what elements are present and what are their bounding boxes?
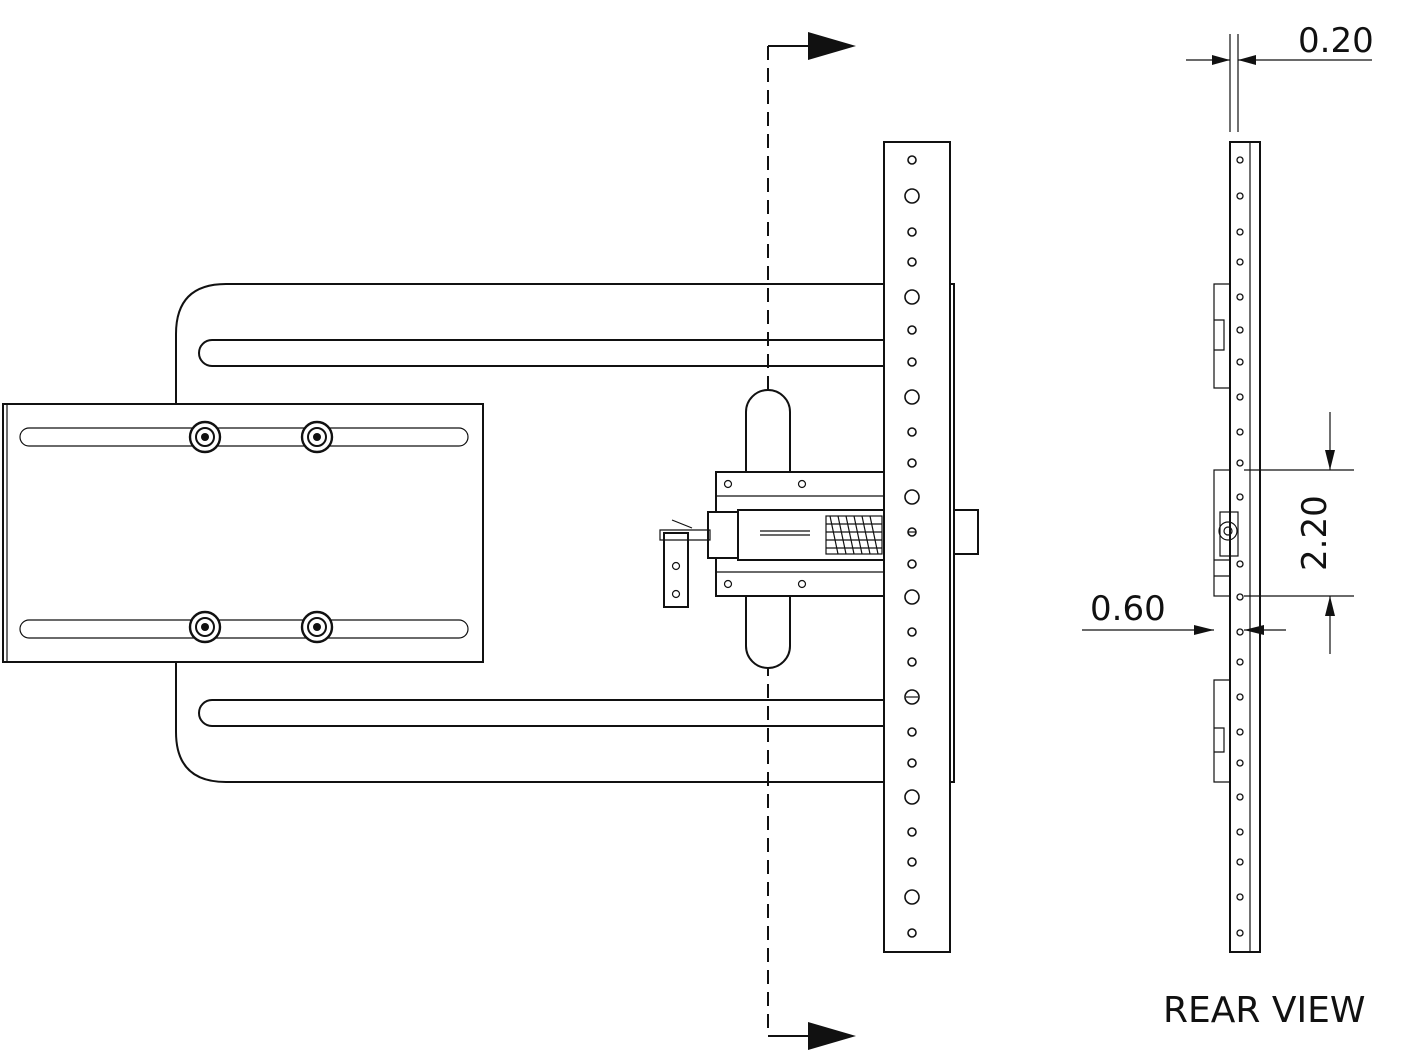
rear-view: 0.20 2.20 0.60 REAR VIEW (1082, 21, 1374, 1031)
dimension-label-gap: 2.20 (1295, 495, 1335, 571)
dimension-vertical-gap: 2.20 (1244, 412, 1354, 654)
wall-plate (2, 403, 484, 663)
arm-slot-upper (198, 339, 884, 367)
dimension-label-top: 0.20 (1298, 21, 1374, 61)
plate-bolt (300, 610, 334, 644)
pull-tab (659, 519, 711, 608)
dimension-label-offset: 0.60 (1090, 589, 1166, 629)
dimension-top-thickness: 0.20 (1186, 21, 1374, 132)
vertical-rail (883, 141, 955, 953)
arm-bracket (175, 283, 884, 783)
lock-mechanism (659, 389, 979, 669)
arm-slot-lower (198, 699, 884, 727)
rail-holes (904, 155, 920, 938)
rear-view-label: REAR VIEW (1163, 990, 1365, 1031)
dimension-side-offset: 0.60 (1082, 589, 1286, 635)
plate-bolt (188, 420, 222, 454)
plate-bolt (188, 610, 222, 644)
plate-bolt (300, 420, 334, 454)
spring (825, 515, 883, 555)
rear-rail-holes (1236, 156, 1244, 937)
